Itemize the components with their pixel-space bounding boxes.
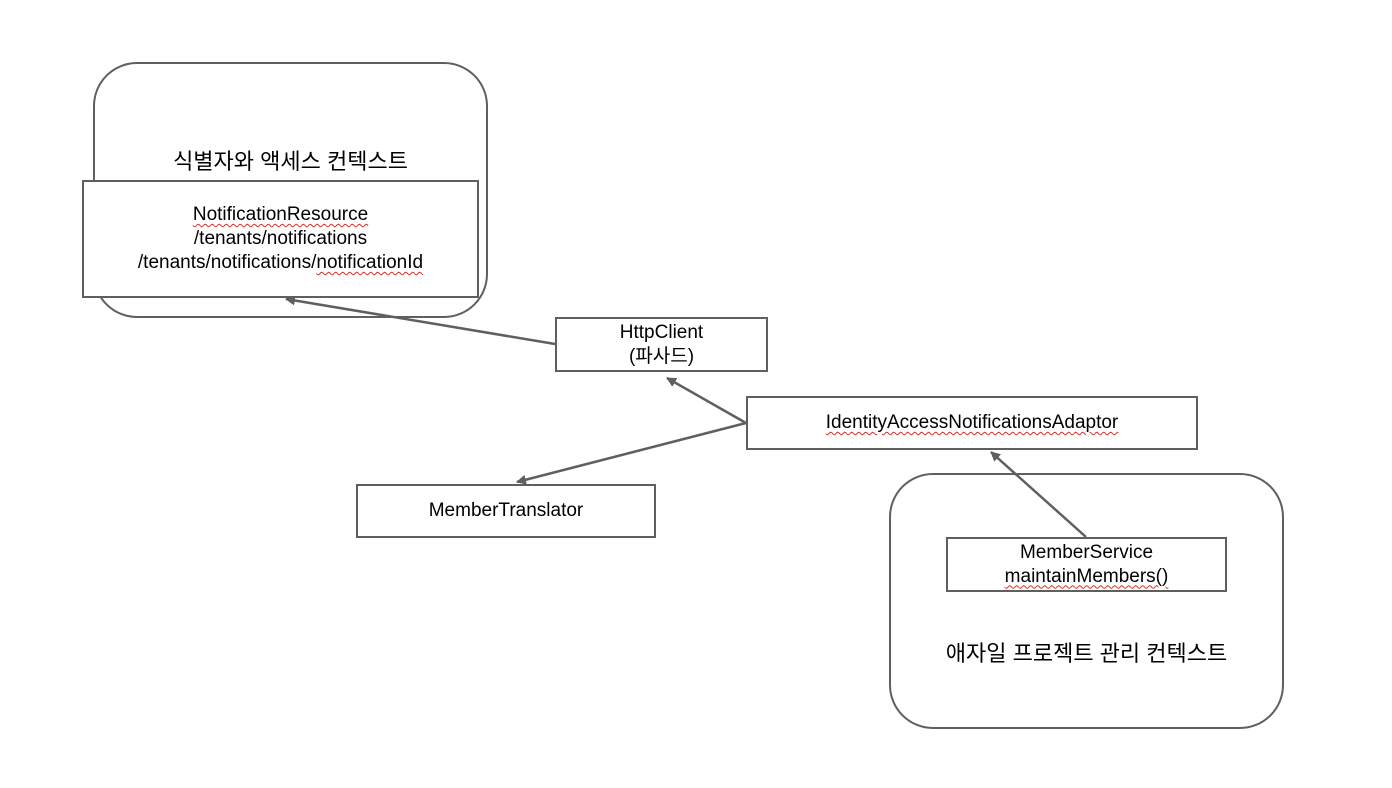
adaptor-name: IdentityAccessNotificationsAdaptor [825,412,1119,433]
notification-resource-path2: /tenants/notifications/notificationId [137,252,424,273]
http-client-name: HttpClient [619,321,704,343]
http-client-note: (파사드) [628,345,695,367]
identity-access-context-title: 식별자와 액세스 컨텍스트 [173,149,408,174]
arrow-adaptor-to-translator [516,421,747,485]
member-service-box: MemberService maintainMembers() [946,537,1227,592]
notification-resource-path1: /tenants/notifications [193,228,368,249]
arrow-adaptor-to-httpclient [666,376,747,425]
notification-resource-box: NotificationResource /tenants/notificati… [82,180,479,298]
member-service-name: MemberService [1019,541,1154,563]
identity-access-notifications-adaptor-box: IdentityAccessNotificationsAdaptor [746,396,1198,450]
agile-pm-context [889,473,1284,729]
notification-resource-name: NotificationResource [192,204,369,225]
arrow-httpclient-to-resource [285,295,556,346]
member-service-method: maintainMembers() [1004,565,1169,587]
http-client-box: HttpClient (파사드) [555,317,768,372]
member-translator-box: MemberTranslator [356,484,656,538]
arrow-memberservice-to-adaptor [990,451,1087,538]
agile-pm-context-title: 애자일 프로젝트 관리 컨텍스트 [945,641,1228,666]
member-translator-name: MemberTranslator [428,500,584,521]
